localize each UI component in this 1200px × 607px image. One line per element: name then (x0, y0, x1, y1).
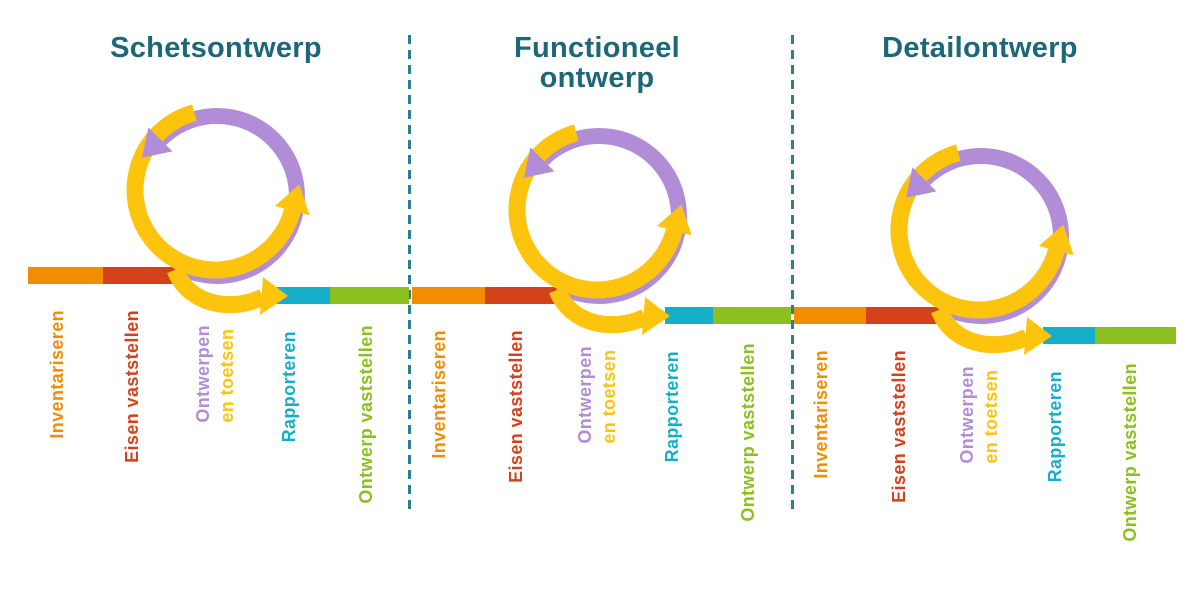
step-label-ontwerp-vaststellen: Ontwerp vaststellen (738, 343, 758, 522)
step-label-en-toetsen: en toetsen (217, 328, 237, 423)
iteration-cycle-icon (126, 104, 310, 315)
cycle-yellow-arrowhead-icon (656, 204, 692, 236)
step-label-eisen-vaststellen: Eisen vaststellen (506, 330, 526, 483)
timeline-segment-eisen-vaststellen (485, 287, 560, 304)
step-label-inventariseren: Inventariseren (47, 310, 67, 439)
cycle-purple-arrowhead-icon (524, 147, 555, 178)
cycle-yellow-arrowhead-icon (1038, 224, 1074, 256)
cycle-exit-swoosh (931, 306, 1031, 354)
step-label-ontwerpen-en-toetsen: Ontwerpen en toetsen (573, 346, 621, 444)
timeline-segment-inventariseren (28, 267, 103, 284)
step-label-eisen-vaststellen: Eisen vaststellen (122, 310, 142, 463)
timeline-segment-rapporteren (665, 307, 713, 324)
phase-title-detailontwerp: Detailontwerp (830, 33, 1130, 63)
timeline-segment-ontwerp-vaststellen (713, 307, 791, 324)
step-label-ontwerpen: Ontwerpen (193, 325, 213, 423)
cycle-exit-swoosh (549, 286, 649, 334)
timeline-segment-eisen-vaststellen (103, 267, 178, 284)
cycle-exit-arrowhead-icon (260, 277, 288, 315)
phase-title-line: Detailontwerp (882, 32, 1078, 64)
iteration-cycle-icon (890, 144, 1074, 355)
phase-title-functioneel-ontwerp: Functioneel ontwerp (447, 33, 747, 93)
cycle-exit-arrowhead-icon (1024, 317, 1052, 355)
cycle-purple-arrowhead-icon (906, 167, 937, 198)
step-label-ontwerpen-en-toetsen: Ontwerpen en toetsen (191, 325, 239, 423)
step-label-ontwerpen: Ontwerpen (957, 366, 977, 464)
timeline-segment-ontwerp-vaststellen (330, 287, 409, 304)
cycle-yellow-arrowhead-icon (274, 184, 310, 216)
iteration-cycle-icon (508, 124, 692, 335)
step-label-ontwerp-vaststellen: Ontwerp vaststellen (356, 325, 376, 504)
step-label-en-toetsen: en toetsen (599, 349, 619, 444)
phase-title-line: ontwerp (539, 62, 655, 94)
phase-separator-1 (408, 35, 411, 512)
cycle-exit-arrowhead-icon (642, 297, 670, 335)
timeline-segment-ontwerp-vaststellen (1095, 327, 1176, 344)
step-label-ontwerpen-en-toetsen: Ontwerpen en toetsen (955, 366, 1003, 464)
step-label-inventariseren: Inventariseren (811, 350, 831, 479)
phase-title-line: Functioneel (513, 32, 681, 64)
step-label-en-toetsen: en toetsen (981, 369, 1001, 464)
cycle-purple-arrowhead-icon (142, 127, 173, 158)
step-label-rapporteren: Rapporteren (1045, 371, 1065, 483)
step-label-eisen-vaststellen: Eisen vaststellen (889, 350, 909, 503)
step-label-rapporteren: Rapporteren (662, 351, 682, 463)
timeline-segment-rapporteren (275, 287, 330, 304)
timeline-segment-rapporteren (1043, 327, 1095, 344)
timeline-segment-inventariseren (412, 287, 485, 304)
step-label-ontwerpen: Ontwerpen (575, 346, 595, 444)
step-label-rapporteren: Rapporteren (279, 331, 299, 443)
step-label-ontwerp-vaststellen: Ontwerp vaststellen (1120, 363, 1140, 542)
timeline-segment-eisen-vaststellen (866, 307, 943, 324)
phase-separator-2 (791, 35, 794, 512)
phase-title-line: Schetsontwerp (110, 32, 322, 64)
step-label-inventariseren: Inventariseren (429, 330, 449, 459)
cycle-exit-swoosh (167, 266, 267, 314)
timeline-segment-inventariseren (794, 307, 866, 324)
phase-title-schetsontwerp: Schetsontwerp (66, 33, 366, 63)
